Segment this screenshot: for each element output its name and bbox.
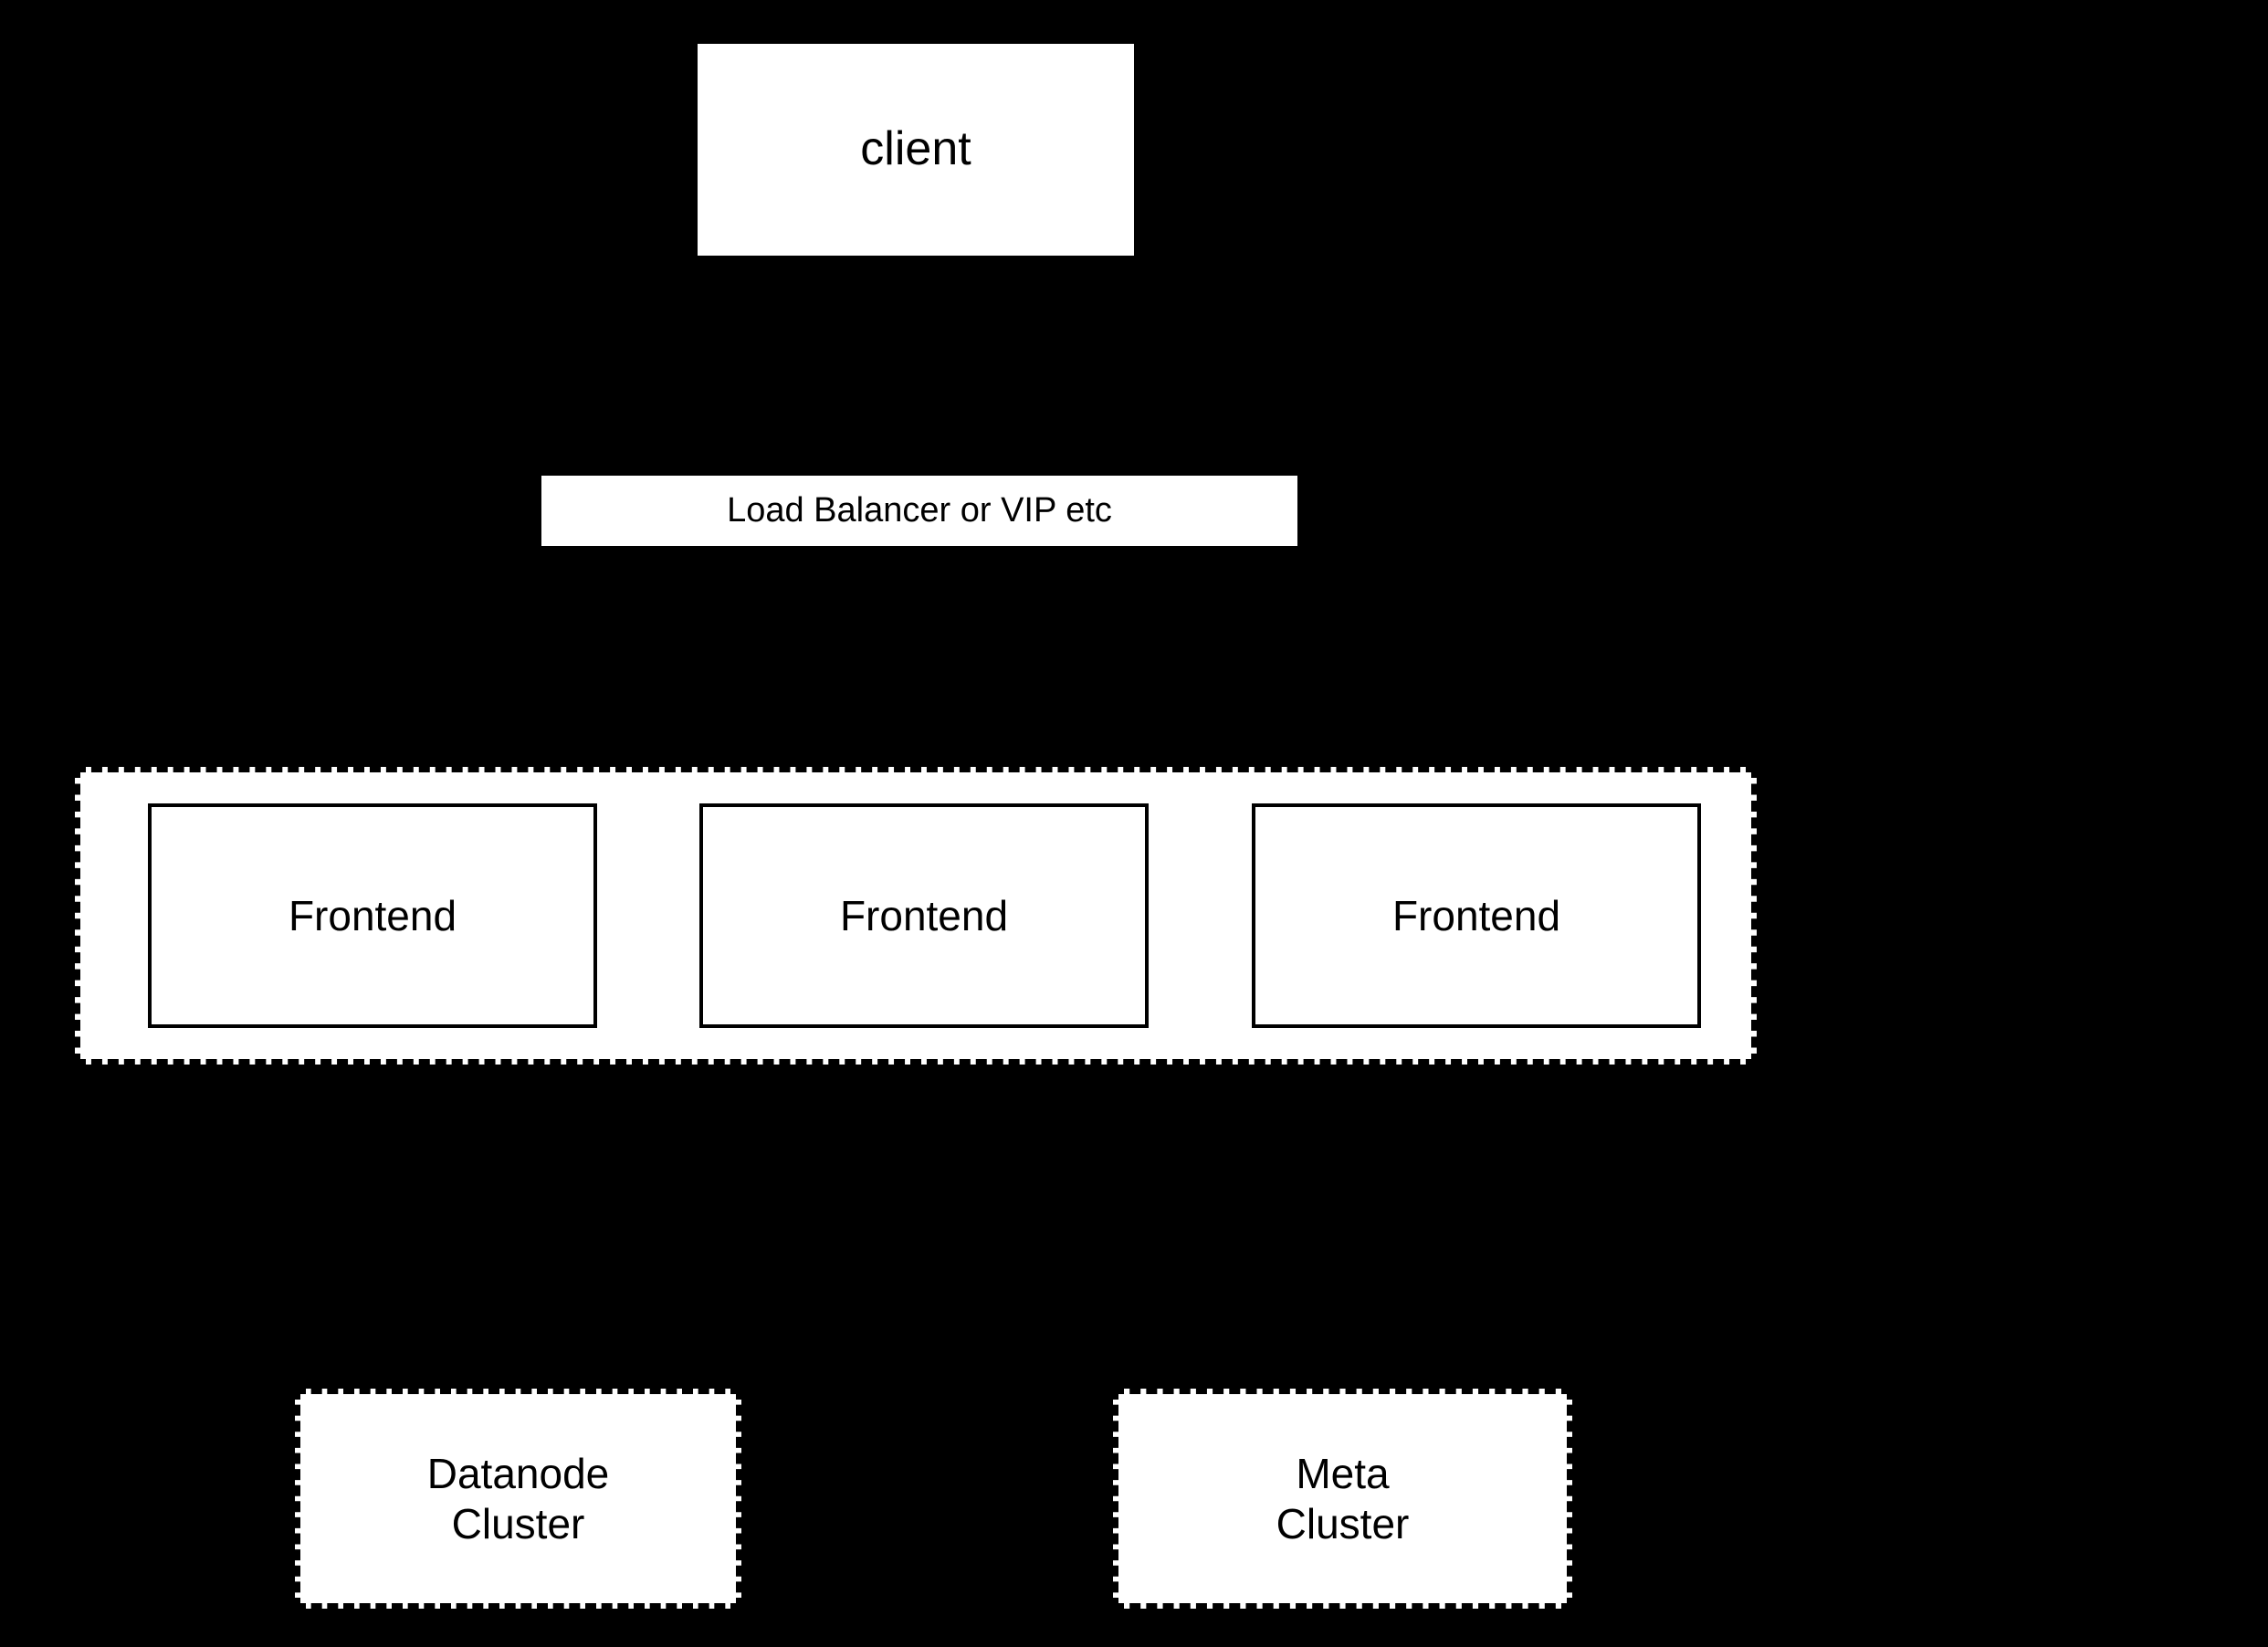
node-meta-cluster-label: Meta Cluster	[1276, 1450, 1410, 1547]
node-datanode-cluster-label: Datanode Cluster	[426, 1450, 610, 1547]
node-frontend-1-label: Frontend	[288, 891, 457, 939]
node-datanode-cluster[interactable]: Datanode Cluster	[295, 1389, 741, 1609]
node-frontend-1[interactable]: Frontend	[148, 803, 597, 1028]
node-client[interactable]: client	[698, 44, 1134, 256]
node-client-label: client	[860, 122, 971, 176]
node-load-balancer-label: Load Balancer or VIP etc	[727, 491, 1112, 530]
node-frontend-2-label: Frontend	[839, 891, 1009, 939]
node-meta-cluster[interactable]: Meta Cluster	[1113, 1389, 1572, 1609]
node-frontend-3[interactable]: Frontend	[1252, 803, 1701, 1028]
node-frontend-3-label: Frontend	[1391, 891, 1561, 939]
node-load-balancer[interactable]: Load Balancer or VIP etc	[541, 476, 1297, 546]
node-frontend-2[interactable]: Frontend	[699, 803, 1149, 1028]
